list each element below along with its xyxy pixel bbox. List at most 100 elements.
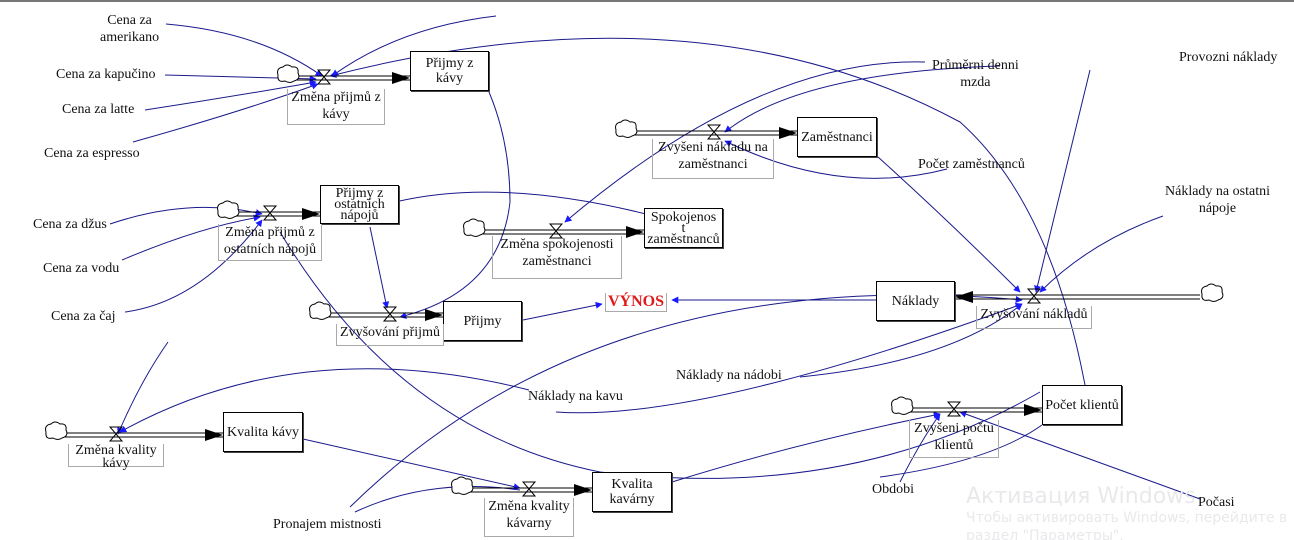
flow-ostatnich-valve-icon[interactable] [262,205,278,221]
link-espresso[interactable] [132,82,319,143]
link-spok[interactable] [394,191,651,216]
aux-cena-caj[interactable]: Cena za čaj [51,308,116,325]
flow-ostatnich-cloud-icon [217,200,240,219]
link-zam-naklady[interactable] [877,156,1021,293]
aux-label: Náklady na kavu [528,389,623,404]
aux-obdobi[interactable]: Obdobi [872,481,914,498]
link-klienti-prijmy[interactable] [329,37,1086,386]
aux-cena-vodu[interactable]: Cena za vodu [43,260,119,277]
link-kavarny-klienti[interactable] [671,411,941,483]
aux-prumerni-mzda[interactable]: Průměrni denni mzda [932,57,1019,91]
flow-klienti-valve-icon[interactable] [946,401,962,417]
aux-cena-kapucino[interactable]: Cena za kapučino [56,66,156,83]
stock-zamestnanci[interactable]: Zaměstnanci [797,117,877,157]
aux-pocasi[interactable]: Počasi [1198,494,1235,511]
link-obdobi[interactable] [899,413,941,483]
flow-label: Zvyšování přijmů [340,325,440,340]
watermark-title: Активация Windows [966,484,1196,509]
link-kvalita-kavy-kavarny[interactable] [302,438,521,491]
flow-kvality-kavarny-arrowhead [574,484,592,496]
link-pocet-zam[interactable] [724,140,948,179]
flow-naklady-valve-icon[interactable] [1026,288,1042,304]
link-ostatnich-kvalita[interactable] [117,341,169,435]
aux-label: amerikano [100,30,160,45]
link-mzda-spok[interactable] [564,61,926,223]
link-prijmy-to-vynos[interactable] [522,301,603,321]
link-nadobi[interactable] [799,303,1023,378]
link-kavy-to-prijmy[interactable] [399,91,511,319]
flow-label: klientů [934,438,974,453]
aux-pronajem[interactable]: Pronajem mistnosti [273,516,382,533]
aux-label: Počasi [1198,495,1235,510]
link-provozni[interactable] [1034,69,1091,293]
stock-label: zaměstnanců [647,231,720,247]
link-caj[interactable] [124,219,263,313]
watermark-line: Чтобы активировать Windows, перейдите в [966,510,1288,526]
aux-cena-dzus[interactable]: Cena za džus [33,216,107,233]
watermark-line: раздел "Параметры". [966,528,1124,540]
flow-kvality-kavarny-valve-icon[interactable] [521,481,537,497]
aux-cena-espresso[interactable]: Cena za espresso [44,145,140,162]
flow-zam-valve-icon[interactable] [706,124,722,140]
link-vodu[interactable] [121,214,261,261]
stock-label: Spokojenos [650,209,717,225]
stock-label: kávy [435,71,464,86]
flow-kvality-kavy-valve-icon[interactable] [108,426,124,442]
link-pocasi[interactable] [959,410,1201,500]
aux-cena-latte[interactable]: Cena za latte [62,101,134,118]
link-ostatni-napoje[interactable] [1039,215,1164,293]
flow-zam-cloud-icon [615,119,638,138]
aux-naklady-nadobi[interactable]: Náklady na nádobi [676,367,782,384]
link-ostatnich-to-prijmy[interactable] [369,226,390,309]
stock-prijmy[interactable]: Přijmy [443,301,522,341]
link-amerikano[interactable] [165,23,323,77]
flow-prijmy-valve-icon[interactable] [382,306,398,322]
flow-spok-valve-icon[interactable] [548,223,564,239]
flow-kavy-valve-icon[interactable] [316,69,332,85]
flow-zvysovani-prijmu[interactable]: Zvyšování přijmů [336,324,444,346]
aux-label: Náklady na nádobi [676,368,782,383]
output-vynos[interactable]: VÝNOS [605,293,668,312]
link-dzus[interactable] [109,206,263,225]
stock-naklady[interactable]: Náklady [876,281,955,321]
stock-pocet-klientu[interactable]: Počet klientů [1042,385,1122,425]
link-kavu-naklady[interactable] [555,302,1023,414]
flow-label: kávy [102,456,130,471]
flow-kvality-kavy-arrowhead [205,429,223,441]
aux-pocet-zamestnancu[interactable]: Počet zaměstnanců [918,156,1025,173]
stock-label: Kvalita [611,477,653,492]
flow-zvysovani-nakladu[interactable]: Zvyšování nákladů [976,306,1092,329]
flow-zvyseni-poctu-klientu[interactable]: Zvyšeni počtu klientů [909,420,999,458]
link-kavu-kvalita[interactable] [119,368,530,433]
link-latte[interactable] [144,79,317,111]
link-mzda-zam[interactable] [724,65,1001,133]
aux-label: Cena za čaj [51,309,116,324]
flow-label: Změna kvality [75,443,157,458]
aux-naklady-kavu[interactable]: Náklady na kavu [528,388,623,405]
link-prijmy-kavy-loop[interactable] [331,15,497,77]
flow-kvality-kavarny-cloud-icon [451,476,474,495]
aux-label: Provozni náklady [1179,50,1278,65]
aux-label: mzda [960,75,991,90]
aux-label: Průměrni denni [932,58,1019,73]
flow-prijmy-cloud-icon [309,301,332,320]
link-klienti-obdobi[interactable] [879,424,1043,478]
aux-provozni-naklady[interactable]: Provozni náklady [1179,49,1277,66]
stock-kvalita-kavy[interactable]: Kvalita kávy [223,412,303,452]
flow-label: Změna kvality [488,499,570,514]
flow-label: Zvyšeni počtu [914,421,994,436]
flow-label: ostatních nápojů [223,242,317,257]
